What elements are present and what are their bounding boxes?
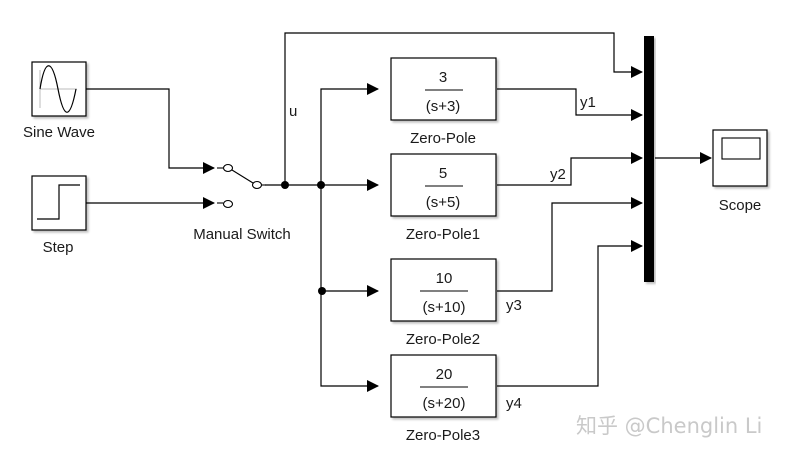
signal-label-y4: y4 <box>506 395 522 412</box>
line-y4[interactable] <box>497 240 643 387</box>
step-label: Step <box>43 239 74 256</box>
mux-block[interactable] <box>644 36 654 282</box>
sine-wave-block[interactable]: Sine Wave <box>23 61 95 141</box>
zero-pole-label: Zero-Pole <box>410 130 476 147</box>
line-y3[interactable] <box>497 197 643 292</box>
zero-pole-numerator: 3 <box>439 69 447 86</box>
zero-pole2-numerator: 10 <box>436 270 453 287</box>
sine-wave-icon <box>39 65 77 113</box>
manual-switch-block[interactable]: Manual Switch <box>193 163 291 244</box>
zero-pole-block[interactable]: 3 (s+3) Zero-Pole <box>390 57 497 147</box>
signal-label-u: u <box>289 103 297 120</box>
branch-point-1 <box>317 181 325 189</box>
sine-wave-label: Sine Wave <box>23 124 95 141</box>
zero-pole3-numerator: 20 <box>436 366 453 383</box>
manual-switch-label: Manual Switch <box>193 226 291 243</box>
zero-pole-denominator: (s+3) <box>426 98 461 115</box>
signal-label-y2: y2 <box>550 166 566 183</box>
scope-label: Scope <box>719 197 762 214</box>
branch-point-u <box>281 181 289 189</box>
branch-point-2 <box>318 287 326 295</box>
zero-pole1-denominator: (s+5) <box>426 194 461 211</box>
step-block[interactable]: Step <box>31 175 87 256</box>
zero-pole3-block[interactable]: 20 (s+20) Zero-Pole3 <box>390 354 497 444</box>
line-y2[interactable] <box>497 152 643 186</box>
step-icon <box>37 184 80 220</box>
scope-block[interactable]: Scope <box>712 129 768 214</box>
zero-pole3-denominator: (s+20) <box>423 395 466 412</box>
line-to-zero-pole2[interactable] <box>320 185 379 297</box>
zero-pole2-denominator: (s+10) <box>423 299 466 316</box>
zero-pole1-block[interactable]: 5 (s+5) Zero-Pole1 <box>390 153 497 243</box>
zero-pole2-block[interactable]: 10 (s+10) Zero-Pole2 <box>390 258 497 348</box>
line-u-to-mux[interactable] <box>284 32 643 185</box>
signal-label-y3: y3 <box>506 297 522 314</box>
zero-pole1-label: Zero-Pole1 <box>406 226 480 243</box>
zero-pole2-label: Zero-Pole2 <box>406 331 480 348</box>
switch-icon <box>217 163 266 209</box>
line-to-zero-pole3[interactable] <box>320 291 379 392</box>
signal-label-y1: y1 <box>580 94 596 111</box>
watermark: 知乎 @Chenglin Li <box>576 414 762 438</box>
scope-icon <box>721 137 761 160</box>
line-to-zero-pole[interactable] <box>320 83 379 185</box>
zero-pole1-numerator: 5 <box>439 165 447 182</box>
line-sine-to-switch[interactable] <box>86 88 215 174</box>
line-y1[interactable] <box>497 88 643 121</box>
zero-pole3-label: Zero-Pole3 <box>406 427 480 444</box>
